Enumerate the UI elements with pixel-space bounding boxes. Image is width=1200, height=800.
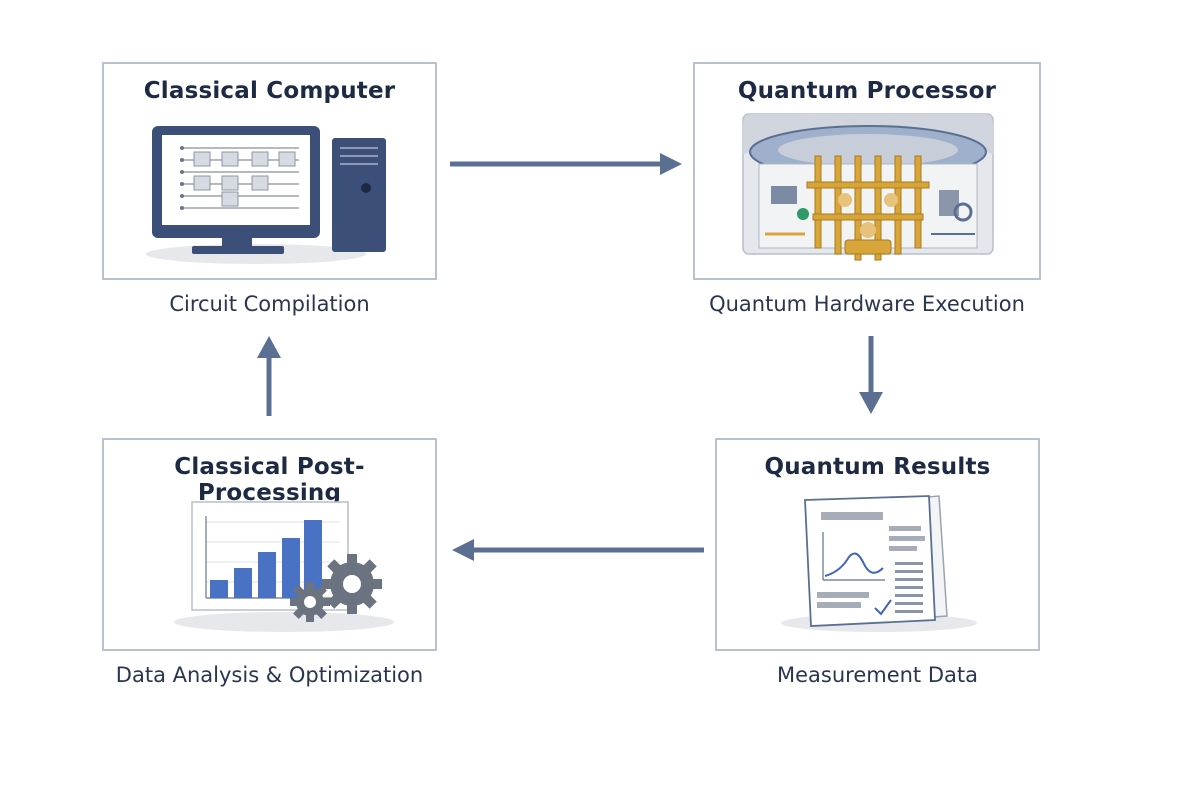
desktop-computer-icon	[146, 126, 386, 264]
classical-computer-title: Classical Computer	[143, 78, 396, 104]
arrow-results-to-postprocessing	[452, 539, 704, 561]
quantum-processor-caption: Quantum Hardware Execution	[709, 292, 1025, 316]
arrow-processor-to-results	[859, 336, 883, 414]
classical-computer-box: Classical Computer	[102, 62, 437, 280]
arrow-postprocessing-to-computer	[257, 336, 281, 416]
quantum-processor-box: Quantum Processor	[693, 62, 1041, 280]
quantum-processor-title: Quantum Processor	[737, 78, 997, 104]
quantum-results-title: Quantum Results	[764, 454, 991, 480]
post-processing-box: Classical Post-Processing	[102, 438, 437, 651]
post-processing-caption: Data Analysis & Optimization	[115, 663, 424, 687]
quantum-processor-icon	[742, 113, 994, 261]
quantum-results-caption: Measurement Data	[777, 663, 978, 687]
arrow-computer-to-processor	[450, 153, 682, 175]
bar-chart-gears-icon	[174, 501, 394, 632]
quantum-results-box: Quantum Results	[715, 438, 1040, 651]
results-document-icon	[781, 495, 977, 632]
classical-computer-caption: Circuit Compilation	[169, 292, 370, 316]
